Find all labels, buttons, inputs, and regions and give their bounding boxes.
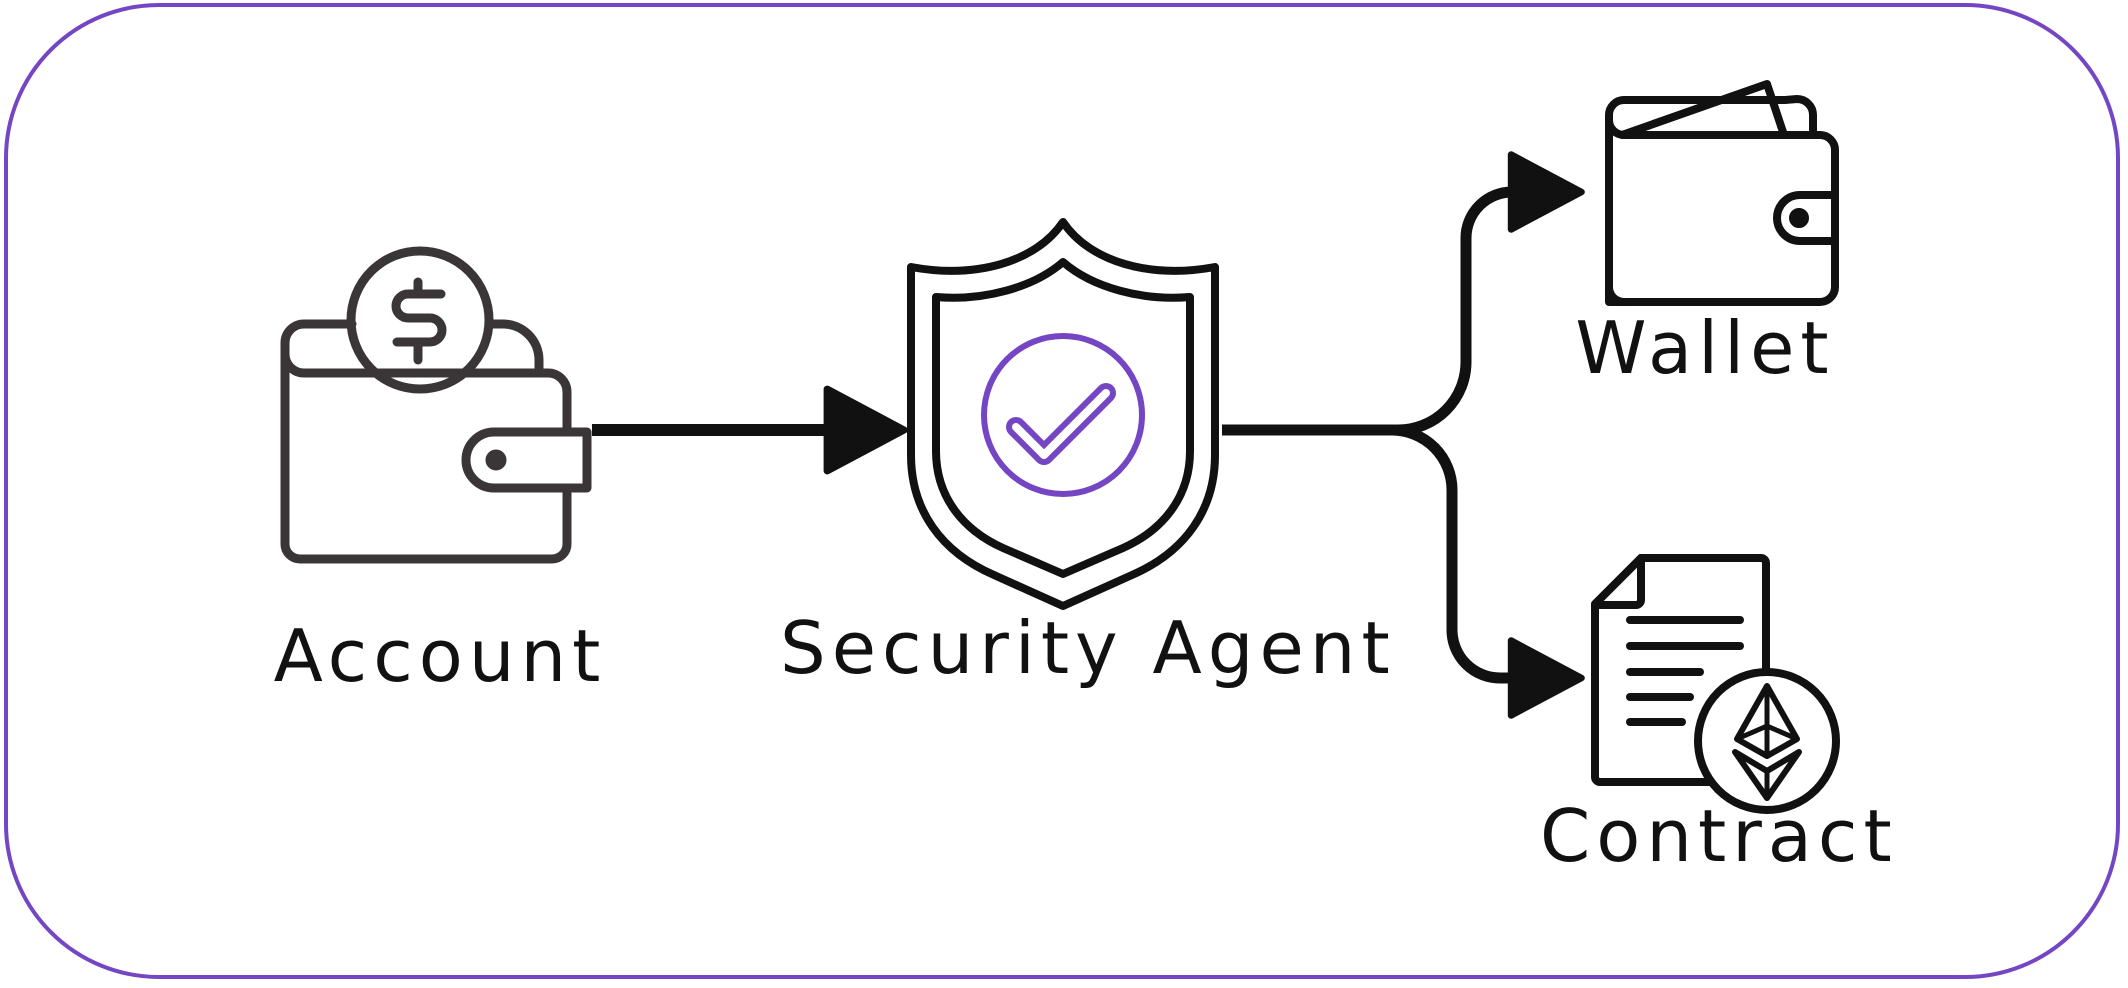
account-label: Account	[273, 614, 607, 698]
edge-agent-to-contract	[1222, 424, 1585, 719]
shield-check-icon	[907, 218, 1219, 610]
wallet-label: Wallet	[1575, 306, 1835, 390]
contract-label: Contract	[1540, 794, 1898, 878]
ethereum-contract-icon	[1591, 554, 1840, 814]
wallet-icon	[1605, 80, 1839, 306]
wallet-with-coin-icon	[280, 246, 592, 564]
security-agent-label: Security Agent	[780, 606, 1396, 690]
edge-agent-to-wallet	[1222, 151, 1585, 436]
